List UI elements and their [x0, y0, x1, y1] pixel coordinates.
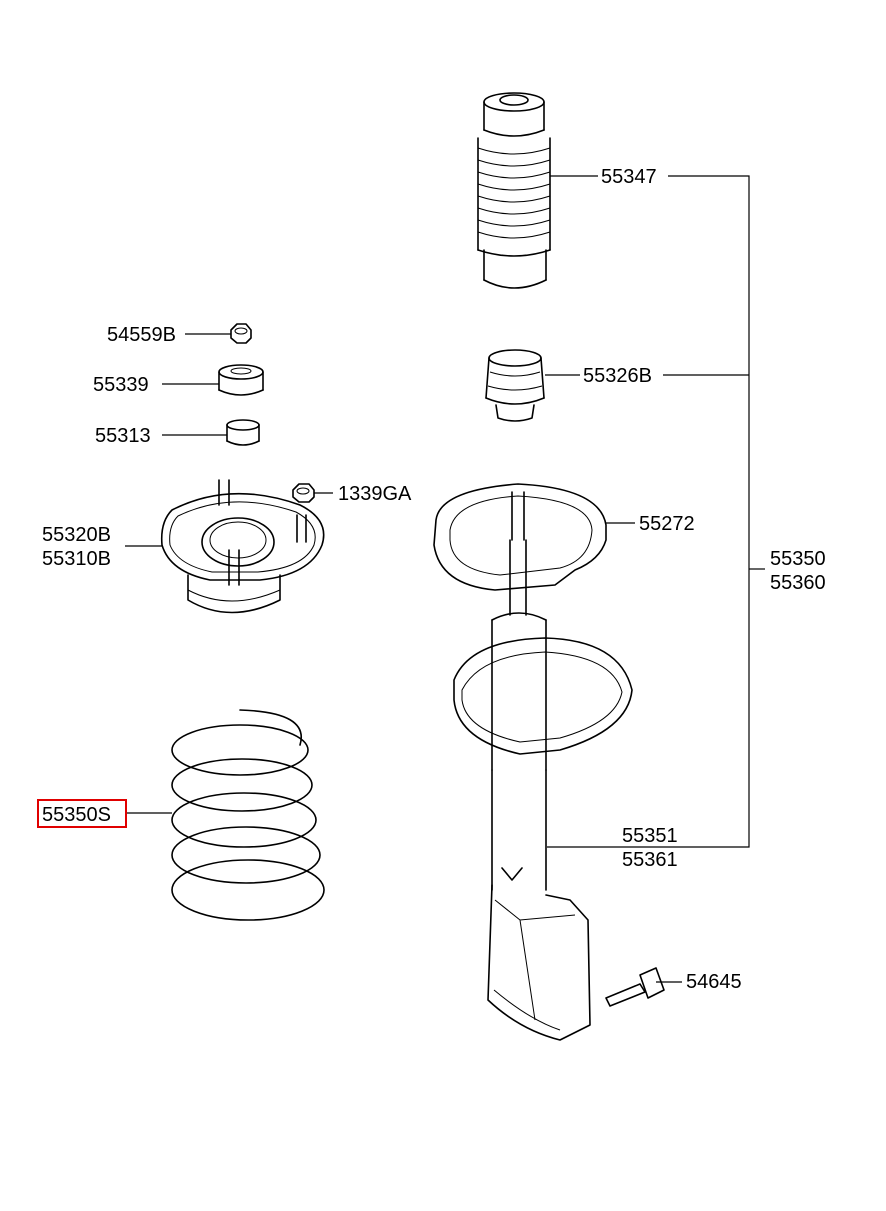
bump-stopper-55326B[interactable]	[485, 349, 545, 422]
spring-seat-55272[interactable]	[433, 483, 607, 591]
label-55313[interactable]: 55313	[95, 425, 151, 447]
label-55326B[interactable]: 55326B	[583, 365, 652, 387]
label-55361[interactable]: 55361	[622, 849, 678, 871]
bolt-54645[interactable]	[605, 967, 665, 1007]
coil-spring-55350S[interactable]	[171, 709, 325, 921]
spacer-55313[interactable]	[226, 419, 260, 446]
label-55272[interactable]: 55272	[639, 513, 695, 535]
label-55320B[interactable]: 55320B	[42, 524, 111, 546]
label-1339GA[interactable]: 1339GA	[338, 483, 412, 505]
leader-lines	[125, 175, 765, 983]
label-54559B[interactable]: 54559B	[107, 324, 176, 346]
highlight-box-55350S	[37, 799, 127, 828]
dust-boot-55347[interactable]	[477, 92, 551, 289]
strut-mount-55320B[interactable]	[160, 479, 325, 614]
label-55310B[interactable]: 55310B	[42, 548, 111, 570]
label-55339[interactable]: 55339	[93, 374, 149, 396]
label-54645[interactable]: 54645	[686, 971, 742, 993]
label-55360[interactable]: 55360	[770, 572, 826, 594]
label-55347[interactable]: 55347	[601, 166, 657, 188]
insulator-55339[interactable]	[218, 364, 264, 396]
strut-assembly-55351[interactable]	[453, 539, 633, 1041]
label-55351[interactable]: 55351	[622, 825, 678, 847]
flange-nut-54559B[interactable]	[230, 323, 252, 344]
flange-nut-1339GA[interactable]	[292, 483, 315, 503]
label-55350[interactable]: 55350	[770, 548, 826, 570]
label-55350S[interactable]: 55350S	[42, 804, 111, 826]
